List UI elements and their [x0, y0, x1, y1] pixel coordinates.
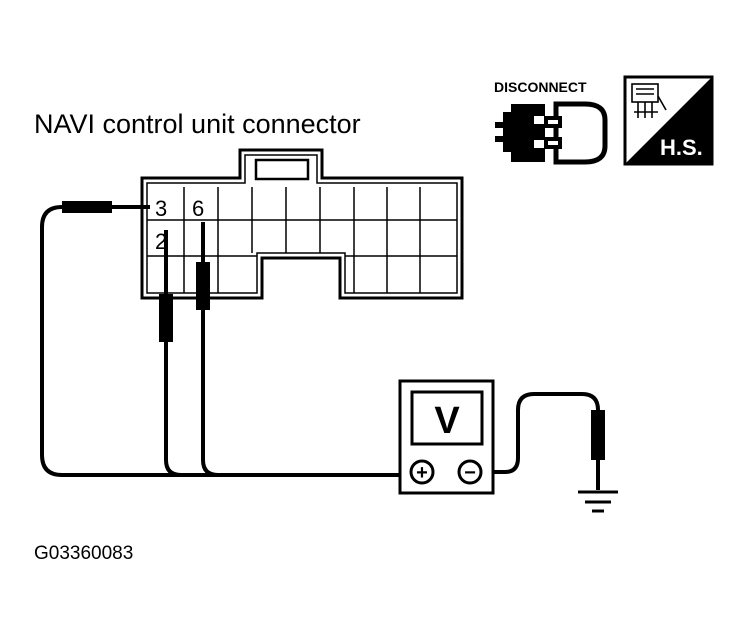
- probe-pin-3: [62, 201, 112, 213]
- diagram-title: NAVI control unit connector: [34, 109, 361, 139]
- plus-terminal-symbol: +: [416, 462, 428, 484]
- probe-pin-2: [159, 294, 173, 342]
- ground-icon: [578, 490, 618, 513]
- hs-badge: H.S.: [623, 75, 714, 166]
- minus-terminal-icon: [457, 459, 483, 485]
- minus-terminal-symbol: −: [464, 462, 476, 484]
- pin-label-3: 3: [155, 196, 167, 221]
- plus-terminal-icon: [409, 459, 435, 485]
- probe-pin-6: [196, 262, 210, 310]
- harness-connector-icon: [631, 83, 667, 118]
- figure-code: G03360083: [34, 543, 133, 564]
- disconnect-label: DISCONNECT: [494, 79, 587, 95]
- wires: [40, 205, 600, 490]
- disconnect-badge: DISCONNECT: [494, 79, 608, 165]
- voltmeter-symbol: V: [434, 400, 460, 442]
- disconnect-connector-icon: [495, 101, 608, 165]
- hs-label: H.S.: [660, 135, 703, 160]
- voltmeter: V + −: [398, 379, 495, 495]
- probe-ground: [591, 410, 605, 460]
- pin-label-6: 6: [192, 196, 204, 221]
- connector-body: [140, 148, 464, 300]
